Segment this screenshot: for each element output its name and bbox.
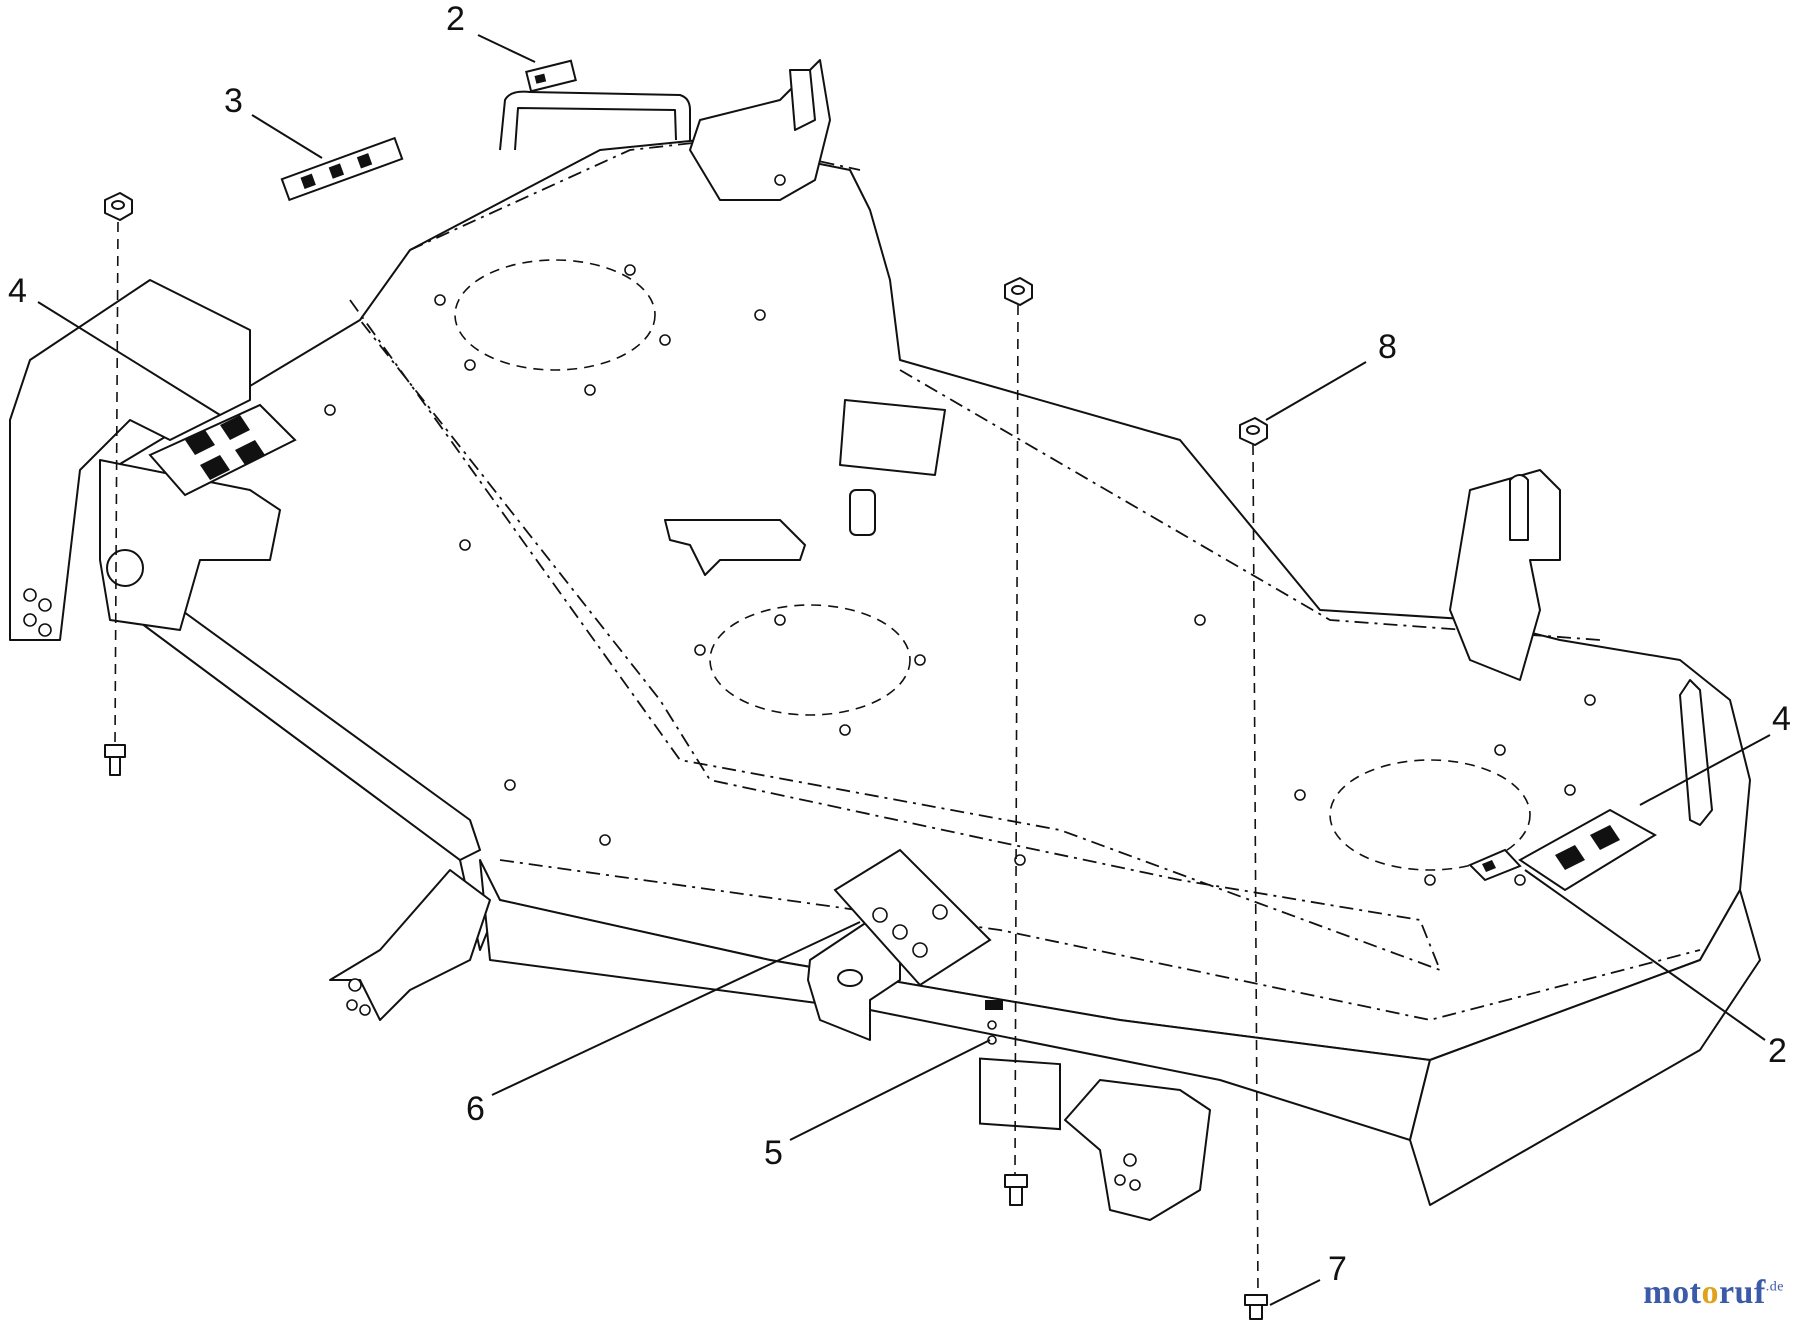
front-right-hanger <box>1064 1079 1211 1221</box>
deck-inner-outline <box>349 299 1442 972</box>
flange-nut-center <box>1004 277 1033 306</box>
callout-2-rear: 2 <box>446 0 465 38</box>
axis-right <box>1252 444 1259 1296</box>
decal-6-height-plate <box>833 848 992 987</box>
deck-body <box>109 139 1761 1206</box>
spindle-opening-center <box>709 604 911 716</box>
callout-5: 5 <box>764 1134 783 1172</box>
bolt-center <box>1004 1174 1028 1206</box>
callout-6: 6 <box>466 1090 485 1128</box>
bolt-left <box>104 744 126 776</box>
center-spacers <box>664 399 946 576</box>
spindle-opening-right <box>1329 759 1531 871</box>
axis-center <box>1014 304 1019 1176</box>
callout-numbers: 2 3 4 8 4 2 6 5 7 <box>8 0 1791 1288</box>
bolt-holes <box>324 264 1596 886</box>
leader-lines <box>37 34 1771 1306</box>
bolt-right <box>1244 1294 1268 1320</box>
deck-front-outline <box>499 859 1701 1021</box>
rear-center-bracket <box>689 59 831 201</box>
callout-2-right: 2 <box>1768 1032 1787 1070</box>
flange-nut-left <box>104 192 133 221</box>
decal-2-rear <box>525 59 577 93</box>
decal-5-height-chart <box>979 1000 1061 1131</box>
callout-8: 8 <box>1378 328 1397 366</box>
decal-3-rear-strip <box>280 136 404 202</box>
flange-nut-right <box>1239 417 1268 446</box>
motoruf-watermark-logo: motoruf.de <box>1643 1274 1784 1311</box>
axis-left <box>114 221 119 746</box>
decal-4-left <box>148 403 297 497</box>
rear-lift-handle <box>499 90 691 151</box>
callout-3: 3 <box>224 82 243 120</box>
spindle-openings <box>454 259 1531 871</box>
callout-4-right: 4 <box>1772 700 1791 738</box>
decal-2-right <box>1468 848 1522 882</box>
callout-4-left: 4 <box>8 272 27 310</box>
left-pivot-bracket <box>9 279 281 641</box>
hardware <box>104 192 1268 1320</box>
deck-rear-outline <box>409 139 861 251</box>
decal-4-right <box>1518 808 1657 892</box>
spindle-opening-rear <box>454 259 656 371</box>
right-rear-bracket <box>1449 469 1713 826</box>
front-left-hanger <box>329 869 491 1021</box>
callout-7: 7 <box>1328 1250 1347 1288</box>
